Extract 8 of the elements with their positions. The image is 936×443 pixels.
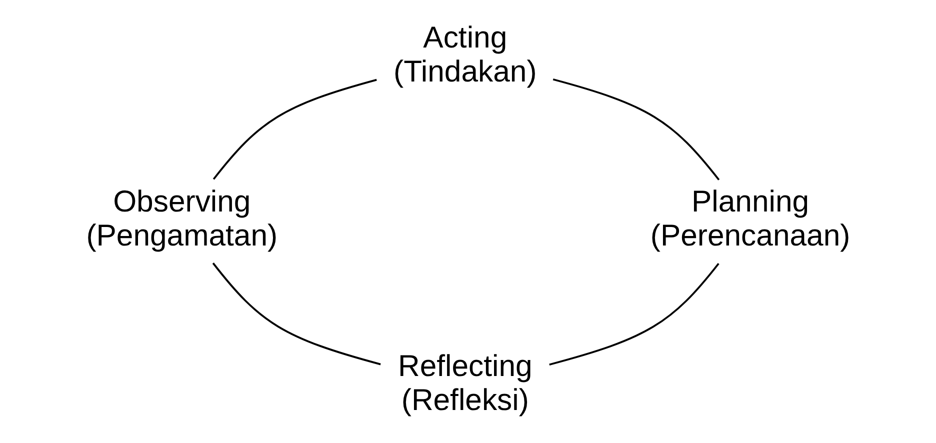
connector xyxy=(212,262,381,366)
node-text: Planning (Perencanaan) xyxy=(650,186,850,253)
connector xyxy=(549,262,720,366)
connector xyxy=(552,78,720,180)
connector xyxy=(212,78,377,180)
node-text: Reflecting (Refleksi) xyxy=(398,350,532,417)
node-text: Acting (Tindakan) xyxy=(394,21,537,88)
node-text: Observing (Pengamatan) xyxy=(86,186,278,253)
